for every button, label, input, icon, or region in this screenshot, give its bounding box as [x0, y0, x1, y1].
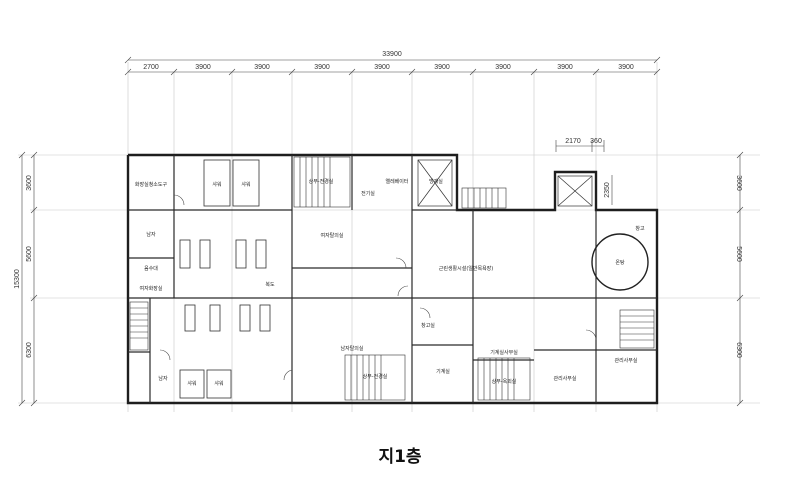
- lockers: [179, 239, 271, 332]
- locker-bank: [255, 239, 267, 269]
- room-label-elec-room: 전기실: [361, 190, 375, 197]
- room-label-shower-d: 샤워: [214, 380, 223, 387]
- dim-right-2: 5600: [735, 246, 742, 262]
- dim-bay-4: 3900: [314, 64, 330, 71]
- dim-left-1: 3600: [26, 175, 33, 191]
- room-label-pool: 온탕: [615, 259, 625, 266]
- room-label-shower-b: 샤워: [241, 181, 250, 188]
- floor-caption: 지1층: [378, 447, 422, 467]
- locker-bank: [259, 304, 271, 332]
- room-label-mens-wc-bottom: 남자: [158, 375, 168, 382]
- room-label-office-east: 관리사무실: [614, 357, 637, 364]
- room-label-shower-c: 샤워: [187, 380, 196, 387]
- dim-right-1: 3600: [735, 175, 742, 191]
- grid-lines: [18, 62, 760, 412]
- left-dimension-chain: [18, 151, 38, 407]
- locker-bank: [184, 304, 196, 332]
- dim-bay-7: 3900: [495, 64, 511, 71]
- locker-bank: [199, 239, 211, 269]
- locker-bank: [239, 304, 251, 332]
- room-label-corridor: 복도: [265, 282, 275, 288]
- shower-cubicle-d: [206, 369, 232, 399]
- room-labels: 화장실청소도구 샤워 샤워 남자 음수대 여자화장실 상부-전경실 전기실 엘레…: [135, 178, 645, 387]
- shafts: [417, 159, 593, 207]
- right-dimension-chain: [611, 151, 744, 407]
- shower-cubicle-c: [179, 369, 205, 399]
- room-label-boiler: 기계실: [436, 368, 450, 375]
- room-label-shower-a: 샤워: [212, 181, 221, 188]
- room-label-stair-se: 상부-옥외실: [492, 378, 517, 385]
- dim-total-width: 33900: [382, 51, 402, 58]
- top-dimension-labels: 33900 2700 3900 3900 3900 3900 3900 3900…: [143, 51, 634, 145]
- stairs: [129, 156, 655, 401]
- room-label-womens-wc: 여자화장실: [139, 285, 162, 292]
- shower-cubicle-a: [203, 159, 231, 207]
- room-label-mens-locker: 남자탈의실: [340, 345, 363, 352]
- dim-bay-3: 3900: [254, 64, 270, 71]
- dim-right-3: 6300: [735, 342, 742, 358]
- room-label-machine-office: 기계실사무실: [490, 349, 518, 356]
- pool-basin: [591, 233, 649, 291]
- stair-north: [293, 156, 351, 208]
- elevator-shaft: [417, 159, 453, 207]
- dim-sub-1: 2170: [565, 138, 581, 145]
- dim-bay-8: 3900: [557, 64, 573, 71]
- stair-entrance: [461, 187, 507, 209]
- stair-east: [619, 309, 655, 349]
- dim-bay-5: 3900: [374, 64, 390, 71]
- locker-bank: [179, 239, 191, 269]
- room-label-ehs-room: 방재실: [429, 178, 443, 185]
- dim-left-2: 5600: [26, 246, 33, 262]
- dim-left-3: 6300: [26, 342, 33, 358]
- room-label-elev-hall: 엘레베이터: [385, 178, 408, 185]
- shower-cubicles: [179, 159, 260, 399]
- elevator-shaft-east: [557, 175, 593, 207]
- dim-bay-9: 3900: [618, 64, 634, 71]
- room-label-small-room: 창고실: [421, 322, 435, 329]
- room-label-mens-wc-top: 남자: [146, 231, 156, 238]
- top-dimension-chain: [124, 56, 661, 152]
- dim-right-small: 2350: [604, 182, 611, 198]
- dim-bay-1: 2700: [143, 64, 159, 71]
- left-dimension-labels: 15300 3600 5600 6300: [14, 175, 33, 358]
- dim-left-total: 15300: [14, 269, 21, 289]
- interior-walls: [128, 155, 657, 403]
- room-label-drinking: 음수대: [144, 265, 158, 272]
- exterior-walls: [126, 153, 659, 405]
- room-label-toilet-storage: 화장실청소도구: [135, 181, 168, 188]
- room-label-fitness-hall: 근린생활시설(일반목욕장): [439, 265, 494, 272]
- door-swings: [159, 194, 597, 381]
- dim-bay-2: 3900: [195, 64, 211, 71]
- shower-cubicle-b: [232, 159, 260, 207]
- dim-bay-6: 3900: [434, 64, 450, 71]
- right-dimension-labels: 3600 5600 6300 2350: [604, 175, 742, 358]
- locker-bank: [209, 304, 221, 332]
- stair-southeast: [477, 357, 531, 401]
- room-label-womens-locker: 여자탈의실: [320, 232, 343, 239]
- dim-sub-2: 360: [590, 138, 602, 145]
- room-label-manager-office: 관리사무실: [553, 375, 576, 382]
- room-label-stair-n: 상부-전경실: [309, 178, 334, 185]
- room-label-stair-s: 상부-전경실: [363, 373, 388, 380]
- room-label-storage-ne: 창고: [635, 225, 645, 232]
- locker-bank: [235, 239, 247, 269]
